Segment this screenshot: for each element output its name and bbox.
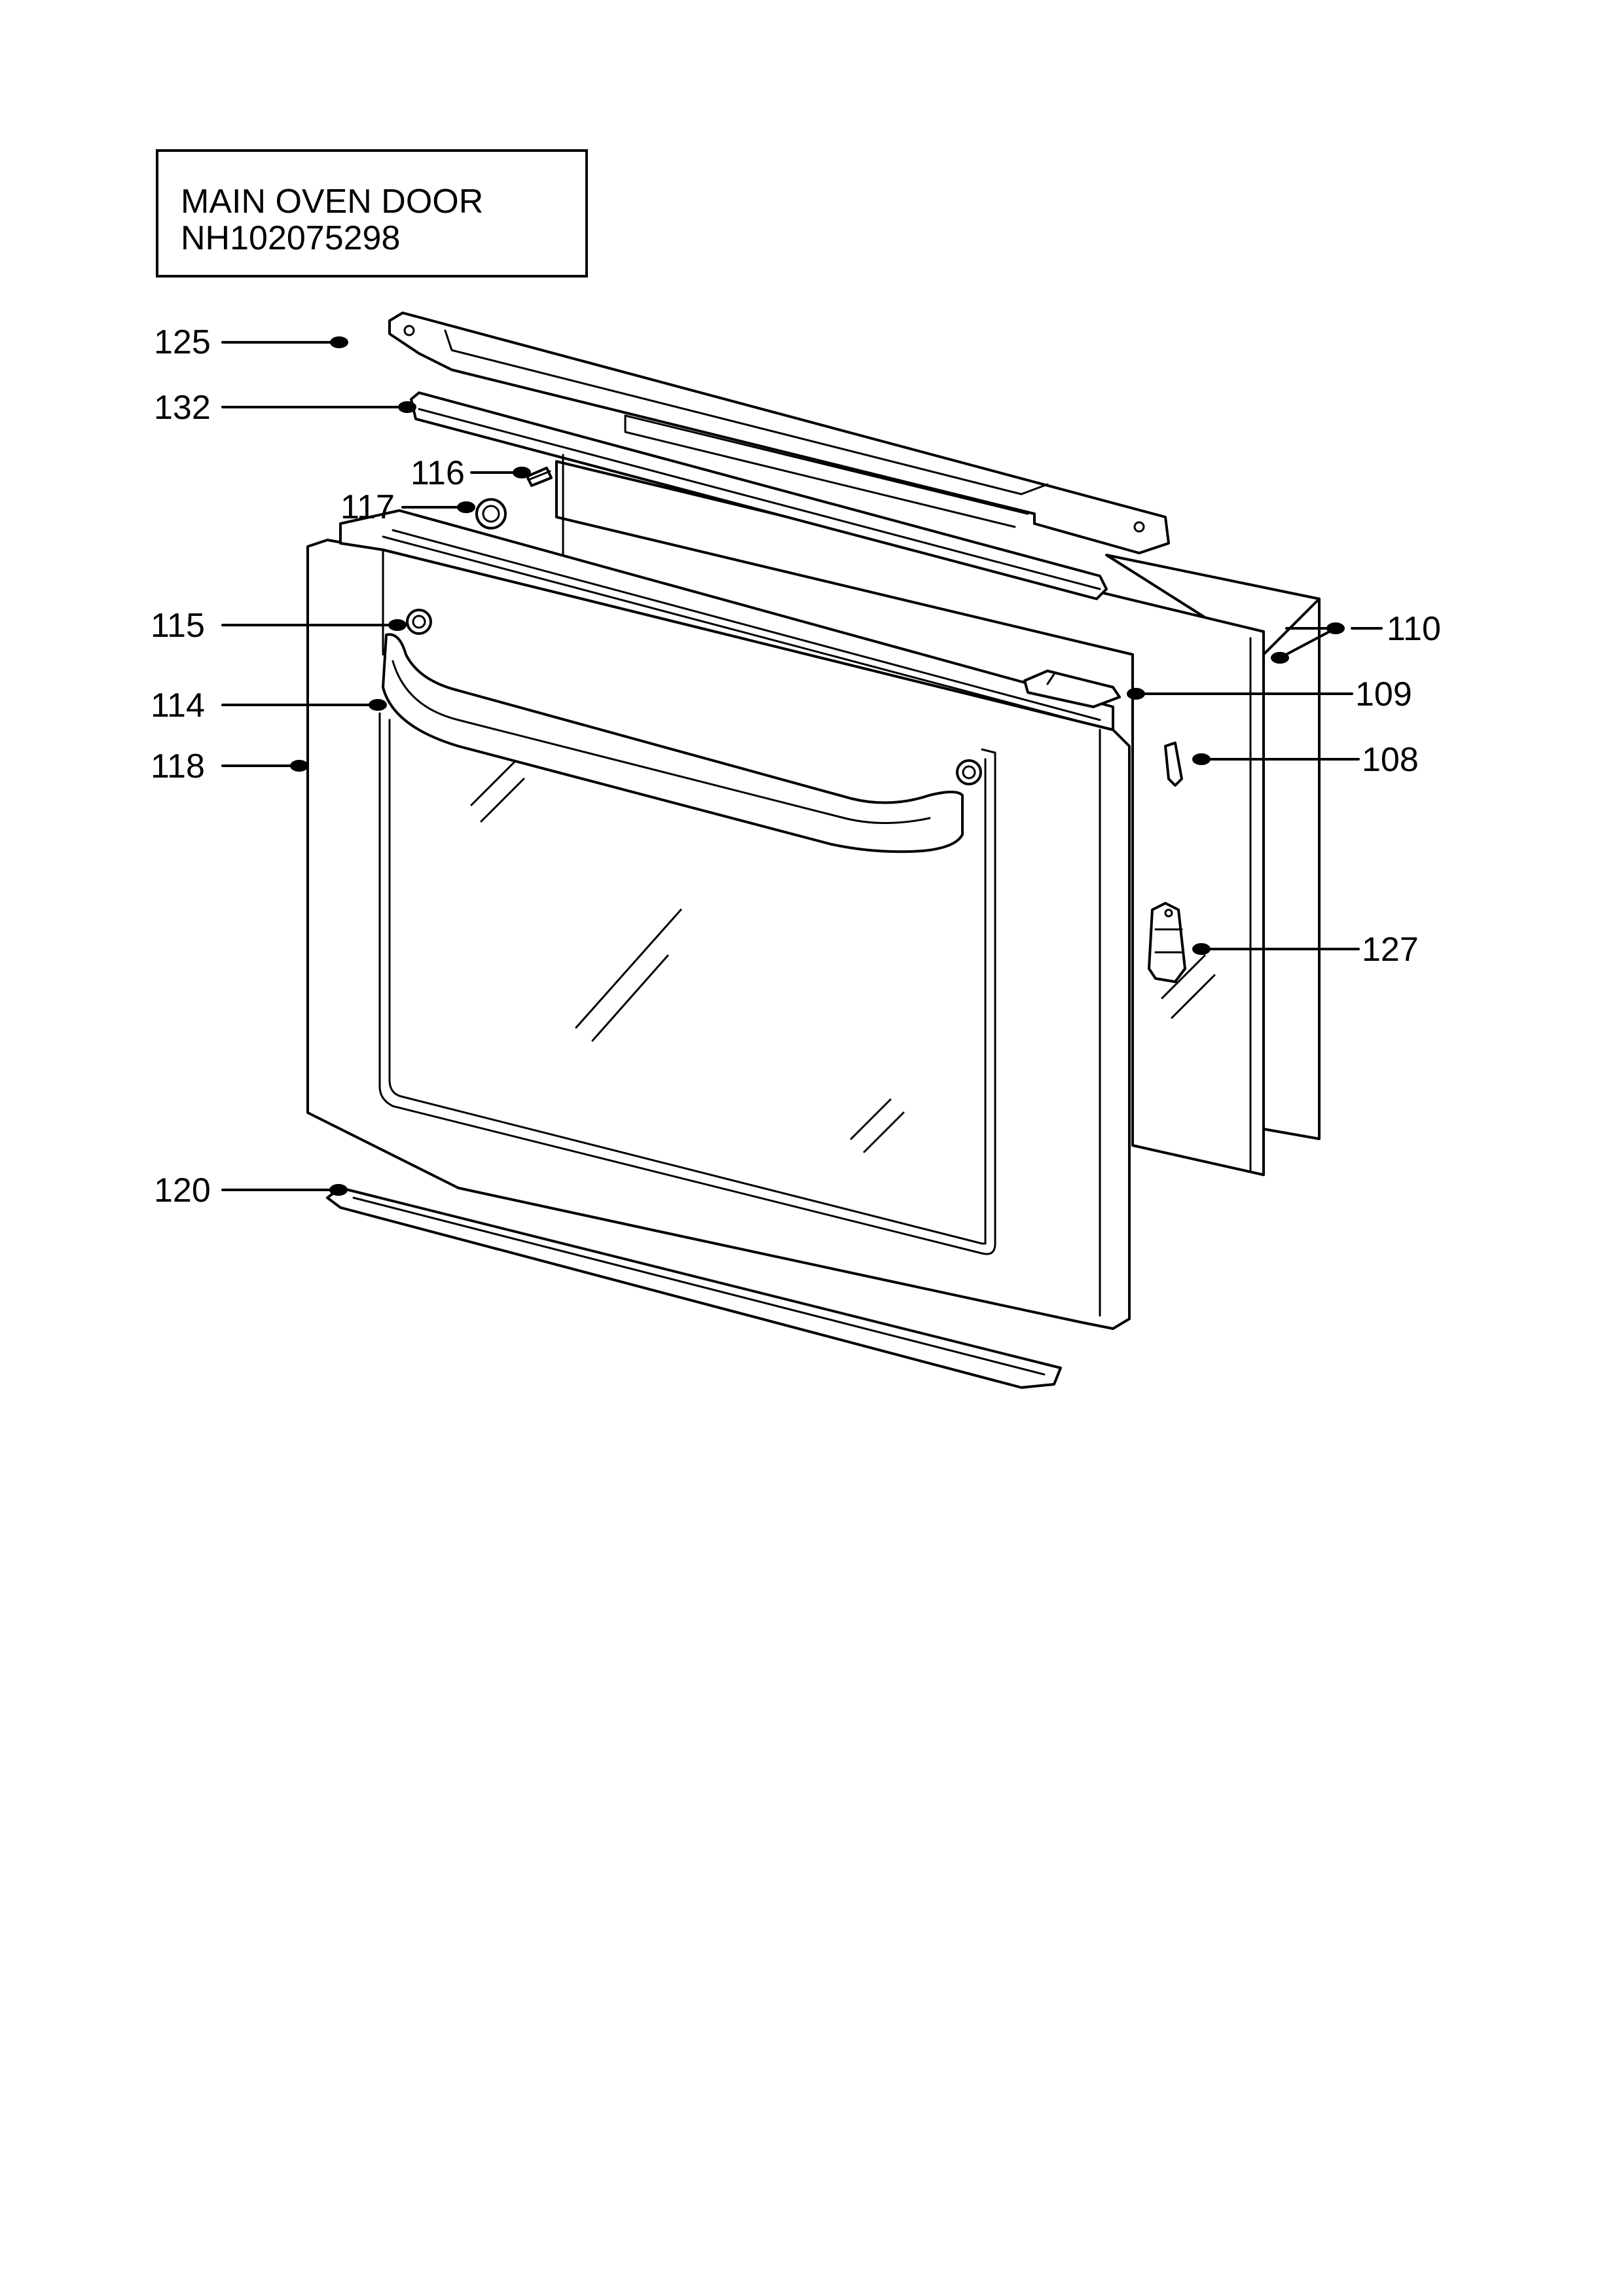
door-top-seal [410,391,1108,600]
middle-glass-panel [555,460,1265,1176]
callout-109: 109 [1355,675,1412,713]
callout-125: 125 [154,323,211,361]
small-bracket [1164,742,1183,787]
screw [526,467,553,487]
callout-118: 118 [151,747,205,785]
callout-115: 115 [151,607,205,645]
callout-110: 110 [1387,610,1441,648]
callout-leaders [221,336,1383,1196]
callout-117: 117 [340,488,395,526]
callout-108: 108 [1362,741,1419,779]
part-number: NH102075298 [181,219,401,257]
callout-120: 120 [154,1172,211,1210]
diagram-title: MAIN OVEN DOOR [181,183,484,221]
grommet [475,498,507,529]
callout-132: 132 [154,389,211,427]
door-latch [1148,902,1186,983]
hinge-clip [1023,670,1121,708]
handle-end-cap [406,609,982,785]
callout-114: 114 [151,687,205,725]
door-handle [382,633,964,853]
callout-127: 127 [1362,931,1419,969]
outer-door-panel [306,509,1131,1330]
callout-labels: 125 132 116 117 115 114 118 120 110 109 … [151,323,1441,1210]
door-top-trim [388,312,1170,554]
callout-116: 116 [410,454,465,492]
title-box: MAIN OVEN DOOR NH102075298 [156,149,588,278]
